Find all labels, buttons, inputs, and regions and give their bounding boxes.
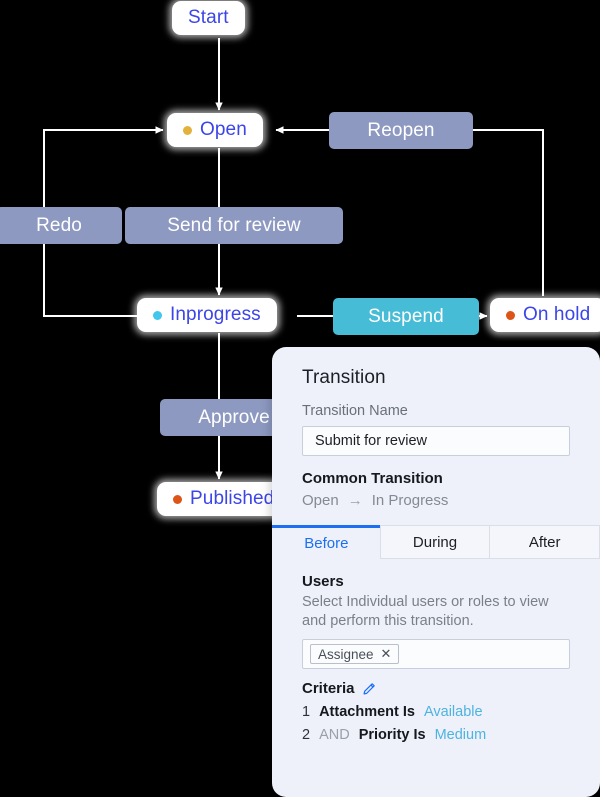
status-dot-icon [153, 310, 162, 320]
arrow-right-icon: → [347, 492, 363, 509]
state-label: On hold [523, 304, 591, 325]
users-heading: Users [302, 573, 344, 590]
transition-label: Reopen [367, 119, 435, 141]
state-open[interactable]: Open [167, 113, 263, 147]
transition-reopen[interactable]: Reopen [329, 112, 473, 149]
tab-during[interactable]: During [379, 525, 491, 559]
status-dot-icon [506, 310, 515, 320]
state-label: Inprogress [170, 304, 261, 325]
transition-label: Send for review [167, 214, 301, 236]
state-label: Start [188, 7, 229, 28]
transition-label: Suspend [368, 305, 444, 327]
transition-name-label: Transition Name [302, 403, 408, 419]
status-dot-icon [183, 125, 192, 135]
transition-name-input[interactable]: Submit for review [302, 426, 570, 456]
close-icon[interactable]: ✕ [380, 646, 392, 662]
criteria-list: 1 Attachment Is Available 2 AND Priority Is Me… [302, 704, 570, 743]
user-chip-label: Assignee [318, 646, 374, 662]
pencil-icon[interactable] [362, 682, 376, 696]
criteria-field: Priority Is [358, 727, 426, 744]
criteria-index: 2 [302, 727, 311, 744]
users-chip-input[interactable]: Assignee ✕ [302, 639, 570, 670]
criteria-row: 2 AND Priority Is Medium [302, 727, 570, 743]
transition-redo[interactable]: Redo [0, 207, 122, 244]
common-transition-value: Open → In Progress [302, 492, 570, 509]
state-label: Published [190, 488, 275, 509]
criteria-conjunction: AND [319, 727, 350, 744]
transition-detail-panel: Transition Transition Name Submit for re… [272, 347, 600, 797]
common-transition-to: In Progress [371, 492, 449, 509]
panel-title: Transition [302, 367, 386, 388]
criteria-row: 1 Attachment Is Available [302, 704, 570, 720]
state-label: Open [200, 119, 247, 140]
criteria-heading: Criteria [302, 680, 355, 698]
state-onhold[interactable]: On hold [490, 298, 600, 332]
state-start[interactable]: Start [172, 1, 245, 35]
state-inprogress[interactable]: Inprogress [137, 298, 277, 332]
criteria-field: Attachment Is [319, 704, 415, 721]
users-description: Select Individual users or roles to view… [302, 594, 549, 630]
transition-suspend[interactable]: Suspend [333, 298, 479, 335]
transition-label: Redo [36, 214, 82, 236]
criteria-index: 1 [302, 704, 311, 721]
tab-after[interactable]: After [489, 525, 600, 559]
common-transition-from: Open [302, 492, 339, 509]
state-published[interactable]: Published [157, 482, 291, 516]
tab-before[interactable]: Before [272, 525, 381, 559]
transition-label: Approve [198, 406, 270, 428]
user-chip[interactable]: Assignee ✕ [310, 644, 400, 665]
criteria-value: Available [423, 704, 483, 721]
criteria-value: Medium [434, 727, 487, 744]
transition-send-for-review[interactable]: Send for review [125, 207, 343, 244]
criteria-heading-row: Criteria [302, 680, 570, 697]
common-transition-label: Common Transition [302, 470, 443, 487]
status-dot-icon [173, 494, 182, 504]
